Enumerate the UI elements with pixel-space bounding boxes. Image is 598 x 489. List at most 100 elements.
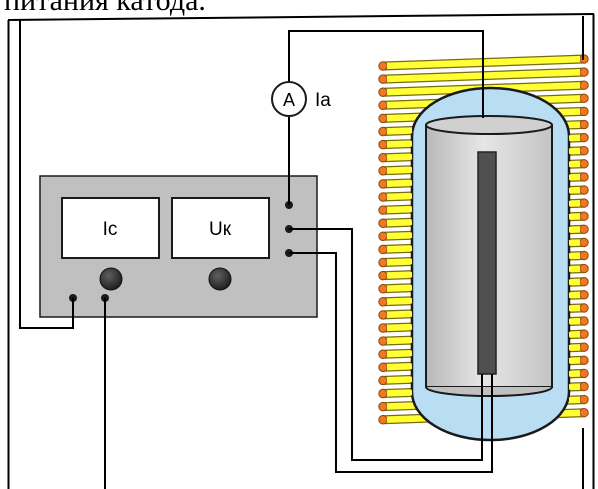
wire-cathode-2	[289, 252, 493, 473]
coil-turn-left-end	[378, 87, 388, 97]
coil-turn-left-end	[378, 270, 388, 281]
coil-turn-right-end	[579, 119, 589, 130]
coil-turn-right-end	[579, 80, 589, 90]
coil-turn-right-end	[579, 381, 589, 392]
coil-turn-left-end	[378, 61, 388, 71]
coil-turn-left-end	[378, 388, 388, 399]
coil-turn-left-end	[378, 336, 388, 346]
coil-turn-front-left	[386, 298, 413, 305]
coil-turn-left-end	[378, 205, 388, 215]
coil-turn-front-left	[386, 167, 413, 174]
coil-turn-right-end	[579, 106, 589, 117]
coil-turn-front-left	[386, 180, 413, 187]
meter-ic	[61, 197, 160, 259]
coil-turn-front-left	[386, 350, 413, 357]
coil-turn-right-end	[579, 394, 589, 405]
coil-turn-right-end	[579, 355, 589, 365]
coil-turn-left-end	[378, 362, 388, 372]
coil-turn-left-end	[378, 284, 388, 294]
coil-turn-left-end	[378, 166, 388, 176]
ammeter-symbol: A	[283, 90, 295, 110]
coil-turn-front-left	[386, 337, 413, 344]
coil-turn-front-left	[386, 389, 413, 397]
coil-turn-left-end	[378, 375, 388, 386]
caption-text: питания катода.	[4, 0, 206, 17]
coil-turn-front-left	[386, 193, 413, 200]
coil-turn-front-left	[386, 258, 413, 266]
coil-turn-front-left	[386, 271, 413, 279]
solenoid-coil-front	[378, 54, 589, 425]
coil-turn-right-end	[579, 316, 589, 326]
coil-turn-right-end	[579, 290, 589, 300]
coil-turn-front-left	[386, 153, 413, 161]
coil-turn-front-left	[386, 206, 413, 213]
meter-uk	[171, 197, 270, 259]
coil-turn-right-end	[579, 132, 589, 143]
coil-turn-left-end	[378, 113, 388, 124]
coil-turn-right-end	[579, 172, 589, 182]
meter-uk-label: Uк	[209, 219, 232, 240]
knob-ic[interactable]	[99, 267, 123, 291]
coil-turn-right-end	[579, 224, 589, 235]
coil-turn-right-end	[579, 329, 589, 339]
ammeter	[271, 81, 307, 117]
anode-bottom-rim	[425, 386, 553, 397]
coil-turn-right-end	[579, 342, 589, 352]
anode-top-rim	[425, 115, 553, 135]
cathode-rod	[477, 151, 497, 375]
coil-turn-right-end	[579, 159, 589, 169]
coil-turn-front-left	[386, 75, 413, 82]
coil-turn-front-left	[386, 114, 413, 122]
knob-uk[interactable]	[208, 267, 232, 291]
coil-turn-right-end	[579, 277, 589, 287]
coil-turn-front-left	[386, 62, 413, 69]
coil-turn-front-left	[386, 88, 413, 95]
meter-ic-label: Ic	[103, 219, 118, 240]
coil-turn-left-end	[378, 153, 388, 163]
coil-turn-left-end	[378, 139, 388, 150]
coil-turn-right-end	[579, 198, 589, 208]
wires	[19, 16, 584, 489]
coil-turn-left-end	[378, 257, 388, 268]
coil-turn-front-left	[386, 402, 413, 410]
coil-turn-front-left	[386, 101, 413, 108]
coil-turn-right-end	[579, 303, 589, 313]
coil-turn-left-end	[378, 415, 388, 425]
coil-turn-front-left	[386, 311, 413, 318]
wire-ammeter-to-anode	[288, 30, 484, 118]
coil-turn-left-end	[378, 323, 388, 333]
coil-turn-left-end	[378, 74, 388, 84]
coil-turn-left-end	[378, 310, 388, 320]
coil-turn-left-end	[378, 179, 388, 189]
wire-cathode-1	[289, 228, 483, 461]
coil-turn-front-left	[386, 245, 413, 253]
coil-turn-right-end	[579, 185, 589, 195]
coil-turn-left-end	[378, 192, 388, 202]
coil-turn-front-left	[386, 284, 413, 292]
coil-turn-right-end	[579, 250, 589, 261]
coil-turn-right-end	[579, 263, 589, 274]
coil-turn-left-end	[378, 349, 388, 359]
coil-turn-front-left	[386, 376, 413, 384]
ammeter-label: Ia	[315, 90, 331, 111]
coil-turn-right-end	[579, 67, 589, 77]
coil-turn-right-end	[579, 237, 589, 248]
coil-turn-left-end	[378, 218, 388, 228]
coil-turn-front-left	[386, 324, 413, 331]
frame-top-line	[7, 13, 595, 21]
wire-coil-1	[19, 20, 74, 329]
coil-turn-front-left	[386, 140, 413, 148]
coil-turn-left-end	[378, 231, 388, 242]
coil-turn-left-end	[378, 297, 388, 307]
coil-turn-front-left	[386, 219, 413, 226]
coil-turn-front-left	[386, 363, 413, 370]
coil-turn-right-end	[579, 146, 589, 156]
coil-turn-right-end	[579, 408, 589, 418]
coil-turn-right-end	[579, 211, 589, 221]
coil-turn-front-left	[386, 415, 413, 423]
coil-turn-left-end	[378, 126, 388, 137]
coil-turn-front-left	[386, 232, 413, 239]
coil-turn-right-end	[579, 368, 589, 379]
coil-turn-right-end	[579, 93, 589, 104]
